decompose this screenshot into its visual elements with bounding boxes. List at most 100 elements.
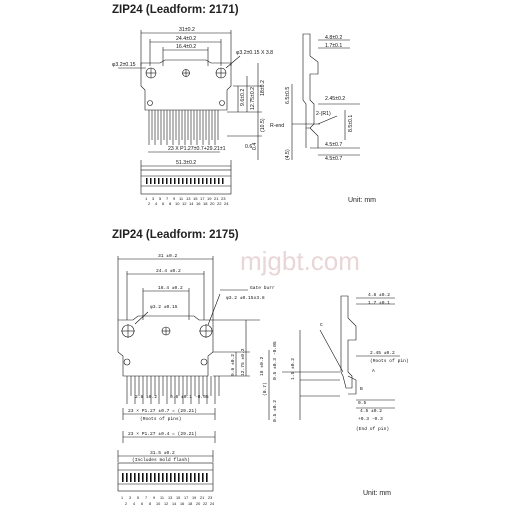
top-bottom-view [140,169,232,195]
dim-h105: (10.5) [260,118,266,132]
pin-label: 21 [214,196,219,201]
pin-label: 15 [193,196,198,201]
dim-r17: 1.7 ±0.1 [368,300,390,306]
pin-label: 13 [186,196,191,201]
bottom-pin-numbers: 1 3 5 7 9 11 13 15 17 19 21 23 2 4 6 8 1… [121,496,214,506]
dim-slot: φ3.2 ±0.15x3.8 [226,295,265,301]
pin-label: 5 [137,496,139,500]
dim-v6: +0.3 -0.3 [358,416,383,422]
dim-h96: 9.6±0.2 [240,89,246,106]
pin-label: 6 [141,502,143,506]
dim-r48: 4.8 ±0.2 [368,292,390,298]
pin-label: 22 [203,502,207,506]
watermark: mjgbt.com [240,246,360,276]
pin-label: 20 [196,502,200,506]
dim-h1275: 12.75±0.2 [250,87,256,110]
pin-label: 11 [179,196,184,201]
pin-label: 8 [169,201,172,206]
dim-v5: 0.5 [358,400,367,406]
dim-gate-burr: Gate burr [250,285,275,291]
pin-label: 1 [145,196,148,201]
pin-label: 10 [156,502,160,506]
label-a: A [372,368,375,374]
pin-label: 5 [159,196,162,201]
pin-label: 16 [196,201,201,206]
dim-end-pin: (End of pin) [356,426,389,432]
dim-t85: 8.5±0.1 [348,115,354,132]
label-c: C [320,322,323,328]
dim-r-end: R-end [270,123,284,129]
pin-label: 18 [188,502,192,506]
top-pin-numbers: 1 3 5 7 9 11 13 15 17 19 21 23 2 4 6 8 1… [145,196,229,206]
pin-label: 3 [152,196,155,201]
dim-v4: (0.7) [262,382,268,396]
dim-pitch2: 23 × P1.27 ±0.4 = (29.21) [128,431,197,437]
top-drawing-title: ZIP24 (Leadform: 2171) [112,4,239,16]
dim-width-164: 16.4±0.2 [176,44,196,50]
bottom-side-view [268,295,400,420]
pin-label: 10 [175,201,180,206]
dim-w244: 24.4 ±0.2 [156,268,181,274]
pin-label: 7 [166,196,169,201]
dim-h18: 18 ±0.2 [259,356,265,376]
pin-label: 4 [133,502,135,506]
dim-p06: 0.6 ±0.1 -0.05 [170,394,209,400]
dim-pitch: 23 X P1.27±0.7+29.21±1 [168,146,226,152]
pin-label: 18 [203,201,208,206]
dim-root2: (Roots of pin) [370,358,409,364]
dim-hole: φ3.2 ±0.15 [150,304,178,310]
dim-p28: 2.8 ±0.2 [135,394,157,400]
dim-t457b: 4.5±0.7 [325,156,342,162]
pin-label: 24 [210,502,214,506]
pin-label: 23 [221,196,226,201]
pin-label: 3 [129,496,131,500]
pin-label: 13 [168,496,172,500]
dim-r245: 2.45 ±0.2 [370,350,395,356]
pin-label: 1 [121,496,123,500]
dim-t245: 2.45±0.2 [325,96,345,102]
dim-t04: 0.4 [252,143,258,150]
pin-label: 17 [184,496,188,500]
pin-label: 6 [162,201,165,206]
top-bottom-view-pins [146,178,224,184]
dim-hole-left: φ3.2±0.15 [112,62,136,68]
pin-label: 12 [182,201,187,206]
pin-label: 2 [148,201,151,206]
dim-t48: 4.8±0.2 [325,35,342,41]
bottom-drawing-title: ZIP24 (Leadform: 2175) [112,229,239,241]
dim-r1: 2-(R1) [316,111,331,117]
dim-v2: 1.5 ±0.2 [290,358,296,380]
dim-t17: 1.7±0.1 [325,43,342,49]
pin-label: 7 [145,496,147,500]
pin-label: 17 [200,196,205,201]
top-unit-label: Unit: mm [348,197,376,204]
dim-w164: 16.4 ±0.2 [158,285,183,291]
top-front-view [118,30,262,170]
dim-h65: 6.5±0.5 [285,87,291,104]
dim-width-31: 31±0.2 [179,27,195,33]
bottom-bottom-view-pins [122,473,208,482]
pin-label: 21 [200,496,204,500]
pin-label: 23 [208,496,212,500]
top-side-view [291,33,360,160]
pin-label: 9 [153,496,155,500]
pin-label: 11 [160,496,164,500]
dim-t45: (4.5) [285,149,291,160]
pin-label: 15 [176,496,180,500]
pin-label: 20 [210,201,215,206]
pin-label: 2 [125,502,127,506]
dim-t06: 0.6 [245,144,252,150]
pin-label: 19 [192,496,196,500]
dim-mold: (Includes mold flash) [132,457,190,463]
pin-label: 19 [207,196,212,201]
pin-label: 8 [149,502,151,506]
dim-h183: 18±0.2 [260,80,266,96]
pin-label: 22 [217,201,222,206]
dim-root1: (Roots of pins) [140,416,181,422]
pin-label: 9 [173,196,176,201]
pin-label: 14 [189,201,194,206]
dim-h96: 9.6 ±0.2 [230,354,236,376]
dim-h1275: 12.75 ±0.2 [240,348,246,376]
dim-width-513: 51.3±0.2 [176,160,196,166]
pin-label: 14 [172,502,176,506]
